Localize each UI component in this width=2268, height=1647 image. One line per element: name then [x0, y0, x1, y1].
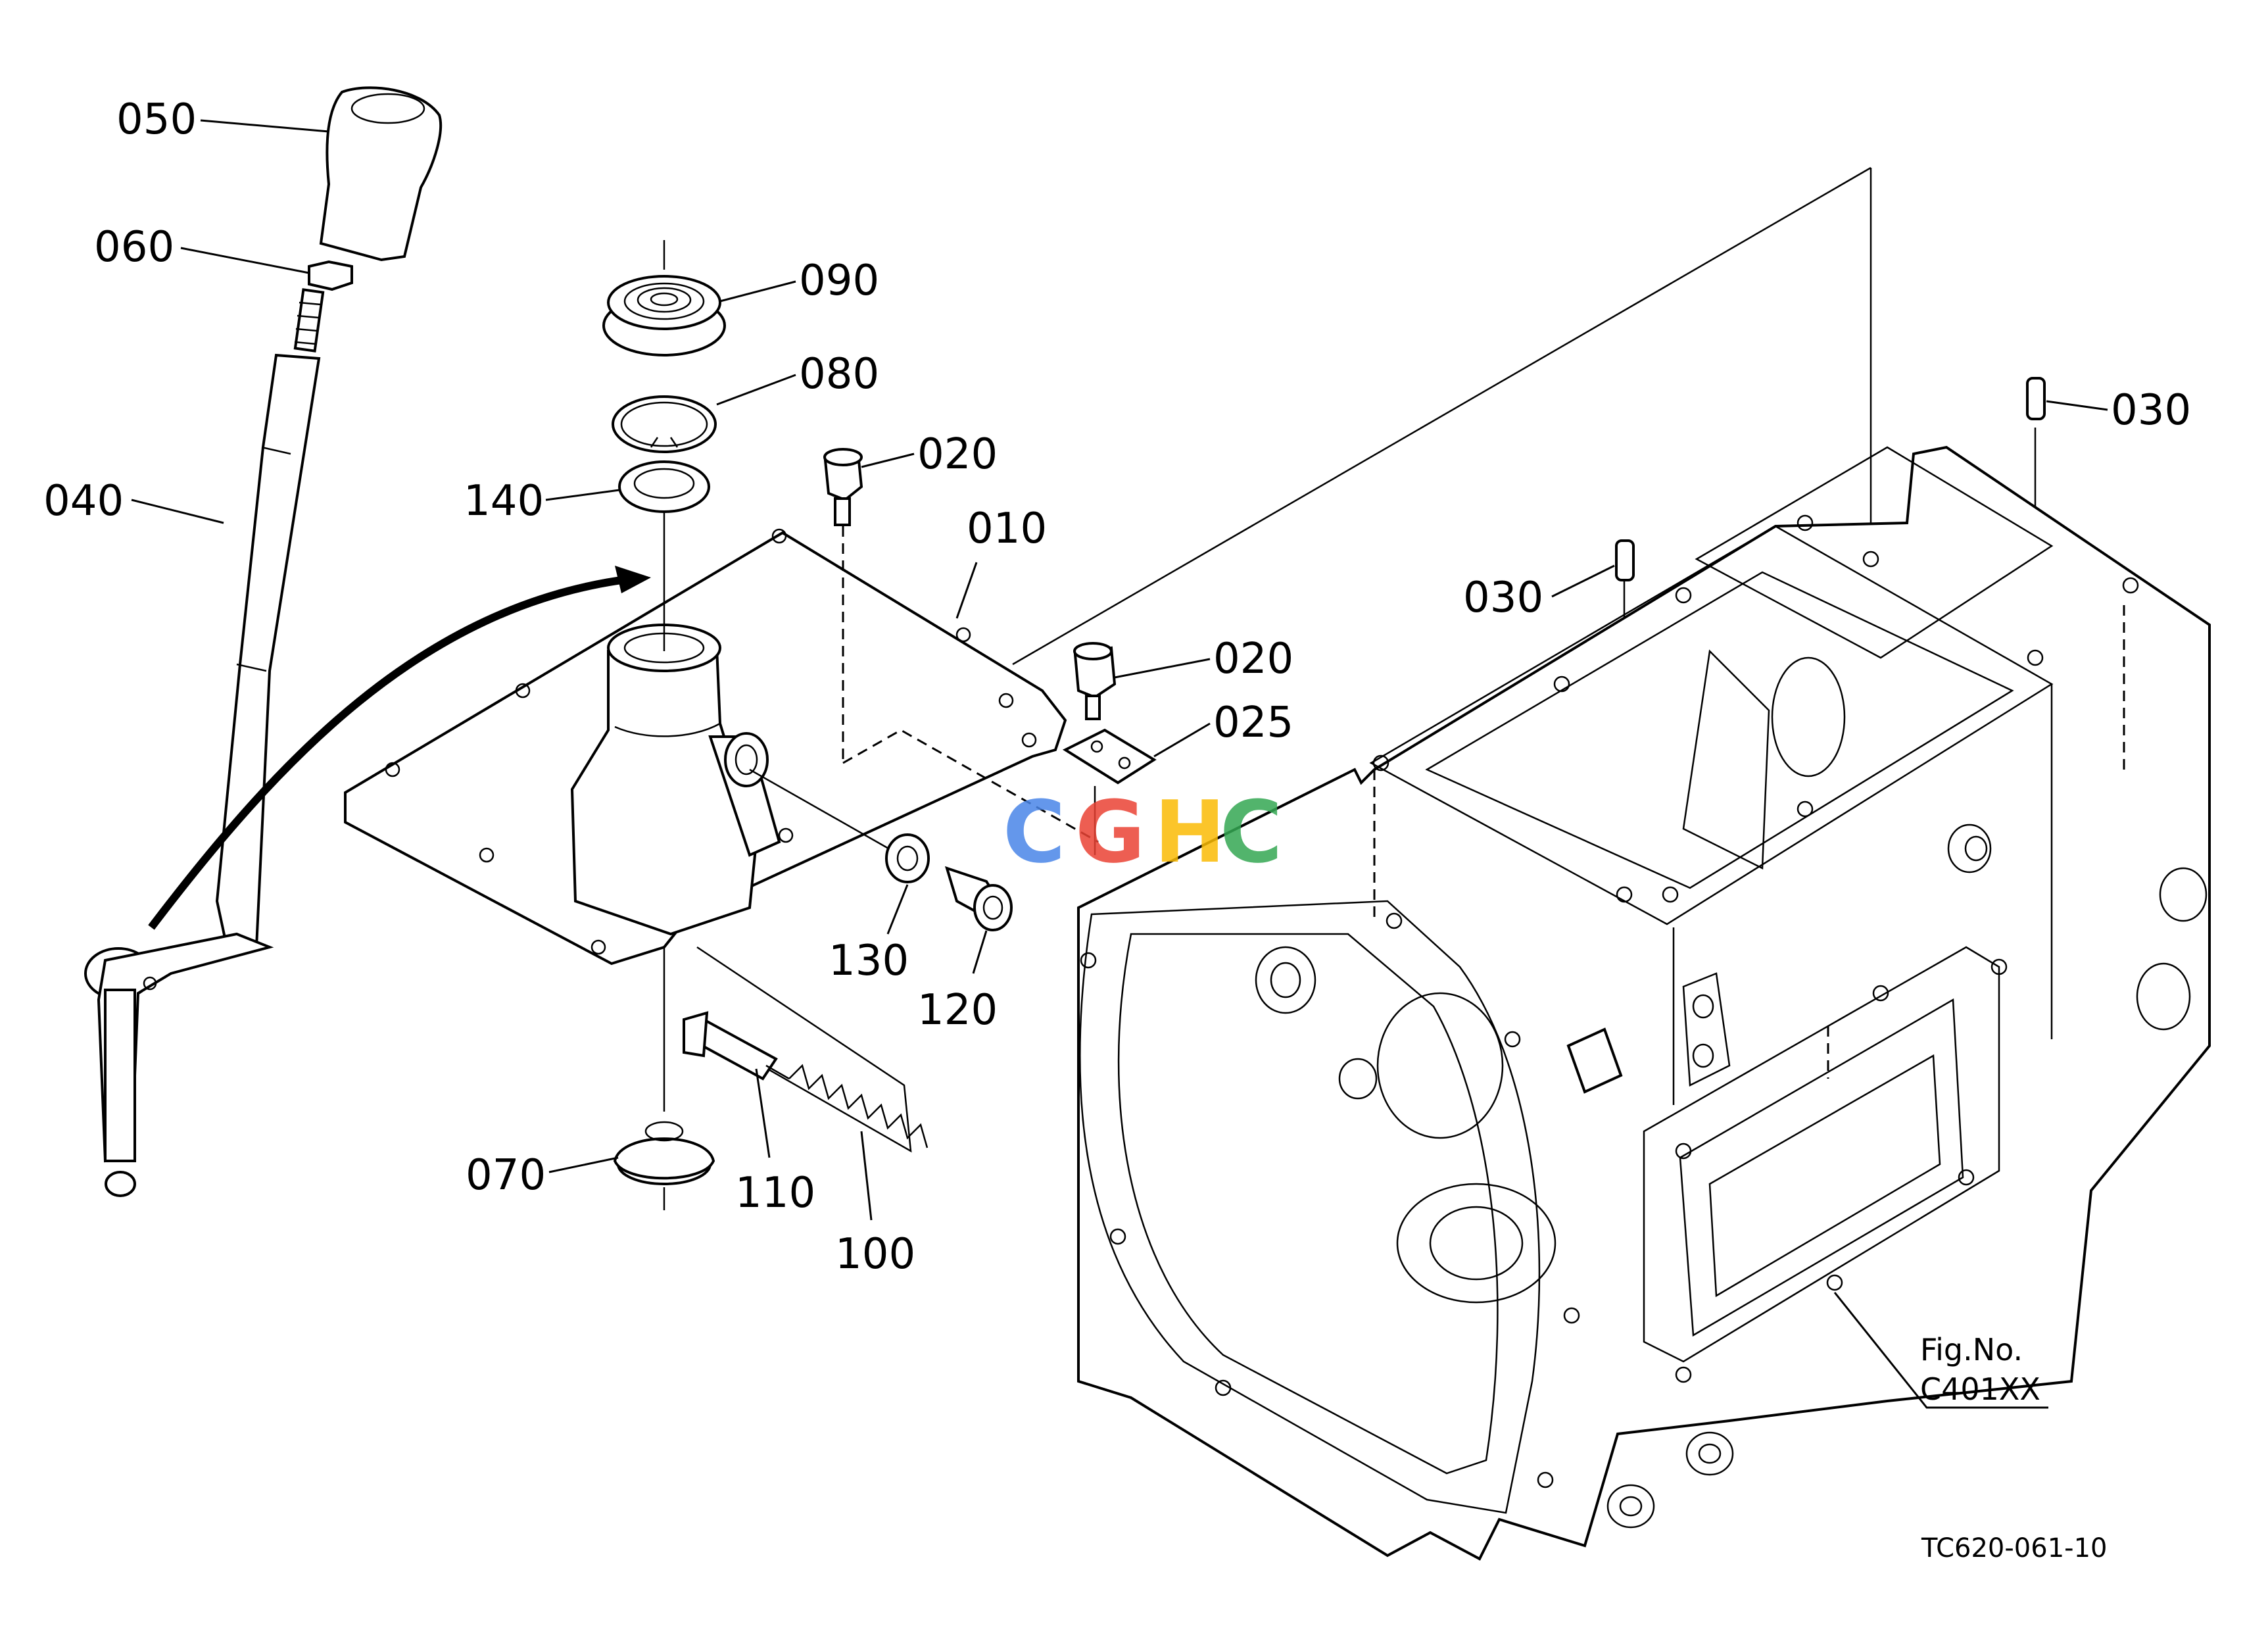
spring — [788, 1064, 929, 1148]
case-bolt-holes — [1080, 514, 2139, 1488]
callout-060: 060 — [94, 223, 174, 272]
callout-080: 080 — [799, 350, 879, 399]
callout-130: 130 — [829, 937, 909, 985]
callout-140: 140 — [464, 477, 544, 526]
shift-cover-plate — [344, 528, 1067, 966]
callout-120: 120 — [917, 986, 998, 1035]
callout-110: 110 — [735, 1169, 815, 1217]
callout-040: 040 — [43, 477, 124, 526]
boot-and-seals — [602, 240, 726, 1210]
callout-020-lower: 020 — [1213, 635, 1293, 683]
watermark-letter-h: H — [1154, 782, 1226, 882]
callout-070: 070 — [466, 1151, 546, 1200]
callout-090: 090 — [799, 257, 879, 305]
lock-nut — [308, 260, 353, 291]
leader-lines — [131, 119, 2108, 1409]
fig-label: Fig.No. — [1920, 1332, 2023, 1367]
shift-rod — [215, 353, 321, 948]
callout-010: 010 — [967, 504, 1047, 553]
callout-labels: 050 060 040 090 080 140 020 010 020 025 … — [43, 95, 2191, 1563]
callout-030-left: 030 — [1463, 574, 1543, 622]
callout-030-right: 030 — [2111, 386, 2191, 435]
callout-020-upper: 020 — [917, 430, 998, 479]
plugs — [823, 448, 1157, 855]
shift-knob — [319, 86, 443, 262]
motion-arrow — [148, 575, 632, 930]
watermark-letter-c1: C — [1003, 782, 1065, 882]
drawing-code: TC620-061-10 — [1921, 1533, 2107, 1563]
watermark-letter-c2: C — [1220, 782, 1282, 882]
callout-100: 100 — [835, 1230, 915, 1279]
watermark-letter-g: G — [1075, 782, 1146, 882]
bolt-and-washer — [749, 768, 1013, 931]
fig-number: C401XX — [1920, 1371, 2040, 1407]
shift-lever-assembly — [84, 86, 651, 1197]
detent-pin-spring — [683, 946, 929, 1153]
callout-025: 025 — [1213, 699, 1293, 747]
callout-050: 050 — [116, 95, 197, 144]
watermark-logo: C G H C — [1003, 782, 1282, 882]
transmission-case — [1077, 445, 2211, 1561]
